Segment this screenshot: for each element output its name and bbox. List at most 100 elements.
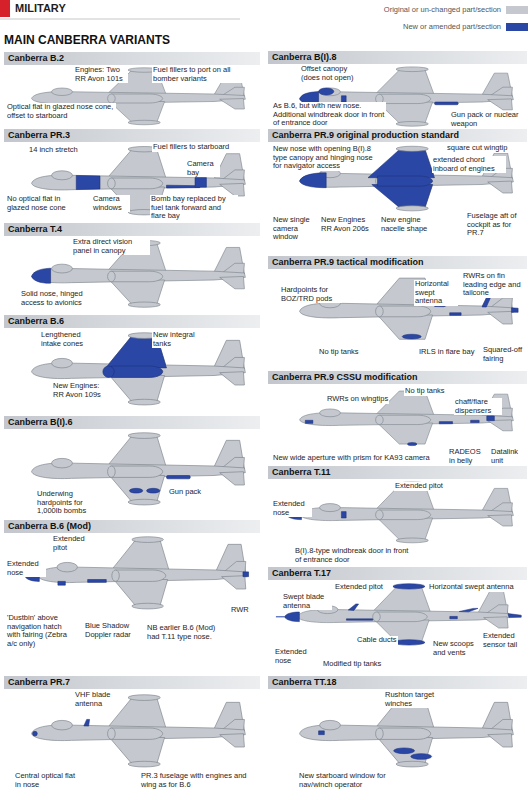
callout-label: New single camera window: [272, 216, 318, 242]
callout-label: B(I).8-type windbreak door in front of e…: [294, 547, 412, 564]
new-part: [459, 608, 478, 611]
new-part: [393, 640, 425, 645]
diagram-title: MAIN CANBERRA VARIANTS: [4, 33, 170, 47]
callout-label: Extended nose: [274, 648, 314, 665]
variant-name: Canberra B(I).8: [272, 52, 523, 63]
variant-header-band: Canberra B.2: [4, 52, 260, 65]
callout-label: RWRs on fin leading edge and tailcone: [462, 272, 528, 298]
callout-label: Fuselage aft of cockpit as for PR.7: [466, 212, 520, 238]
new-part: [84, 719, 90, 726]
callout-label: Camera windows: [92, 195, 130, 212]
callout-label: Extended pitot: [334, 583, 384, 592]
callout-label: IRLS in flare bay: [418, 348, 475, 357]
callout-label: RADEOS in belly: [448, 448, 488, 465]
callout-label: PR.3 fuselage with engines and wing as f…: [140, 772, 248, 789]
aircraft: [32, 695, 246, 767]
variant-name: Canberra PR.9 original production standa…: [272, 130, 523, 141]
new-part: [411, 754, 432, 760]
new-part: [276, 616, 284, 617]
variant-header-band: Canberra PR.9 CSSU modification: [268, 371, 527, 384]
tip-tanks: [396, 482, 428, 543]
variant-header-band: Canberra PR.7: [4, 676, 260, 689]
callout-label: Extended pitot: [394, 482, 444, 491]
variant-header-band: Canberra PR.9 tactical modification: [268, 256, 527, 269]
new-part: [450, 313, 461, 316]
callout-label: Horizontal swept antenna: [428, 583, 515, 592]
callout-label: NB earlier B.6 (Mod) had T.11 type nose.: [146, 624, 230, 641]
variant-name: Canberra TT.18: [272, 677, 523, 688]
new-part: [402, 334, 421, 339]
legend-swatch: [506, 6, 528, 14]
new-part: [111, 366, 162, 377]
callout-label: Extra direct vision panel in canopy: [72, 238, 150, 255]
callout-label: New wide aperture with prism for KA93 ca…: [272, 454, 431, 463]
callout-label: 14 inch stretch: [28, 146, 79, 155]
callout-label: Lengthened intake cones: [40, 331, 92, 348]
header-rule: [0, 19, 240, 20]
new-part: [58, 581, 65, 585]
callout-label: No optical flat in glazed nose cone: [6, 195, 80, 212]
variant-name: Canberra T.11: [272, 467, 523, 478]
callout-label: Datalink unit: [490, 448, 528, 465]
callout-label: square cut wingtip: [446, 144, 508, 153]
legend-entry: Original or un-changed part/section: [250, 5, 528, 15]
new-part: [487, 416, 495, 421]
variant-header-band: Canberra PR.9 original production standa…: [268, 129, 527, 142]
new-part: [103, 366, 114, 377]
new-part: [393, 584, 425, 589]
new-part: [471, 420, 480, 422]
new-part: [372, 185, 433, 208]
new-part: [407, 443, 417, 446]
callout-label: Engines: Two RR Avon 101s: [74, 66, 128, 83]
new-part: [195, 178, 206, 188]
callout-label: New Engines: RR Avon 109s: [52, 382, 106, 399]
variant-name: Canberra B(I).6: [8, 417, 256, 428]
variant-name: Canberra T.17: [272, 568, 523, 579]
new-part: [435, 102, 459, 105]
new-part: [508, 614, 521, 618]
variant-header-band: Canberra T.4: [4, 223, 260, 236]
new-part: [284, 612, 299, 622]
new-part: [32, 268, 51, 283]
callout-label: Blue Shadow Doppler radar: [84, 622, 140, 639]
callout-label: Extended nose: [272, 500, 312, 517]
aircraft: [278, 482, 514, 543]
new-part: [511, 308, 518, 313]
callout-label: Extended pitot: [52, 535, 92, 552]
variant-name: Canberra T.4: [8, 224, 256, 235]
callout-label: Rushton target winches: [384, 691, 446, 708]
callout-label: Cable ducts: [356, 636, 398, 645]
variant-header-band: Canberra TT.18: [268, 676, 527, 689]
legend-text: Original or un-changed part/section: [384, 5, 501, 14]
new-part: [319, 88, 334, 95]
variant-name: Canberra B.6: [8, 316, 256, 327]
callout-label: Optical flat in glazed nose cone, offset…: [6, 103, 116, 120]
callout-label: Offset canopy (does not open): [300, 65, 364, 82]
callout-label: Camera bay: [186, 160, 220, 177]
callout-label: As B.6, but with new nose. Additional wi…: [272, 102, 386, 128]
new-part: [378, 176, 433, 186]
variant-header-band: Canberra B(I).6: [4, 416, 260, 429]
callout-label: New engine nacelle shape: [380, 216, 438, 233]
callout-label: No tip tanks: [318, 348, 360, 357]
legend-swatch: [506, 23, 528, 31]
callout-label: New nose with opening B(I).8 type canopy…: [272, 145, 374, 171]
callout-label: RWR: [230, 606, 250, 615]
variant-name: Canberra PR.9 CSSU modification: [272, 372, 523, 383]
aircraft: [300, 389, 514, 445]
new-part: [346, 619, 372, 620]
new-part: [167, 476, 191, 479]
new-part: [129, 488, 142, 493]
section-name: MILITARY: [14, 2, 67, 15]
variant-header-band: Canberra B.6 (Mod): [4, 520, 260, 533]
legend-text: New or amended part/section: [403, 22, 501, 31]
variant-name: Canberra B.6 (Mod): [8, 521, 256, 532]
callout-label: Bomb bay replaced by fuel tank forward a…: [150, 195, 238, 221]
callout-label: chaff/flare dispensers: [454, 398, 502, 415]
callout-label: 'Dustbin' above navigation hatch with fa…: [6, 614, 74, 649]
new-part: [394, 748, 415, 754]
variant-name: Canberra PR.9 tactical modification: [272, 257, 523, 268]
callout-label: extended chord inboard of engines: [432, 156, 506, 173]
tip-tanks: [128, 433, 160, 505]
callout-label: Horizontal swept antenna: [414, 280, 458, 306]
